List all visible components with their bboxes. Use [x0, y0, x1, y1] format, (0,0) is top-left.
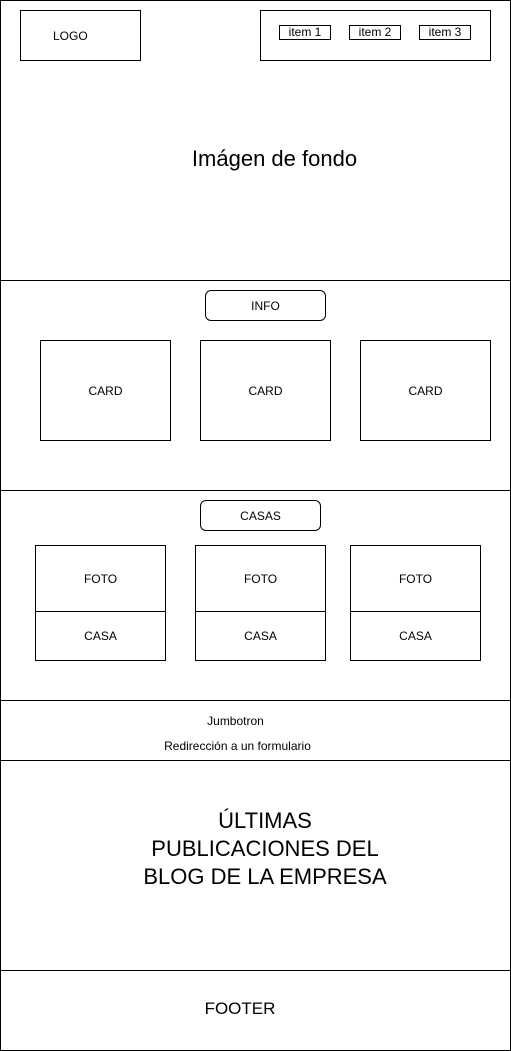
casas-button[interactable]: CASAS: [200, 500, 321, 531]
info-button[interactable]: INFO: [205, 290, 326, 321]
house-card[interactable]: FOTO CASA: [350, 545, 481, 661]
nav-menu: [260, 10, 491, 61]
house-card[interactable]: FOTO CASA: [195, 545, 326, 661]
jumbotron-form-link[interactable]: Redirección a un formulario: [164, 739, 311, 753]
house-card[interactable]: FOTO CASA: [35, 545, 166, 661]
blog-line: PUBLICACIONES DEL: [151, 836, 379, 861]
jumbotron-title: Jumbotron: [207, 714, 264, 728]
house-name: CASA: [84, 629, 117, 643]
house-photo: FOTO: [351, 546, 480, 612]
blog-line: ÚLTIMAS: [218, 808, 312, 833]
info-card[interactable]: CARD: [360, 340, 491, 441]
nav-item-2[interactable]: item 2: [349, 25, 401, 40]
nav-item-3[interactable]: item 3: [419, 25, 471, 40]
info-card[interactable]: CARD: [40, 340, 171, 441]
blog-line: BLOG DE LA EMPRESA: [143, 864, 387, 889]
house-name: CASA: [244, 629, 277, 643]
nav-item-1[interactable]: item 1: [279, 25, 331, 40]
blog-section: [0, 760, 511, 971]
blog-posts-label: ÚLTIMAS PUBLICACIONES DEL BLOG DE LA EMP…: [0, 807, 511, 891]
footer-label: FOOTER: [204, 999, 276, 1018]
house-photo: FOTO: [36, 546, 165, 612]
house-name: CASA: [399, 629, 432, 643]
hero-background-label: Imágen de fondo: [191, 146, 358, 171]
house-photo: FOTO: [196, 546, 325, 612]
info-card[interactable]: CARD: [200, 340, 331, 441]
footer: [0, 970, 511, 1051]
logo[interactable]: LOGO: [20, 10, 141, 61]
